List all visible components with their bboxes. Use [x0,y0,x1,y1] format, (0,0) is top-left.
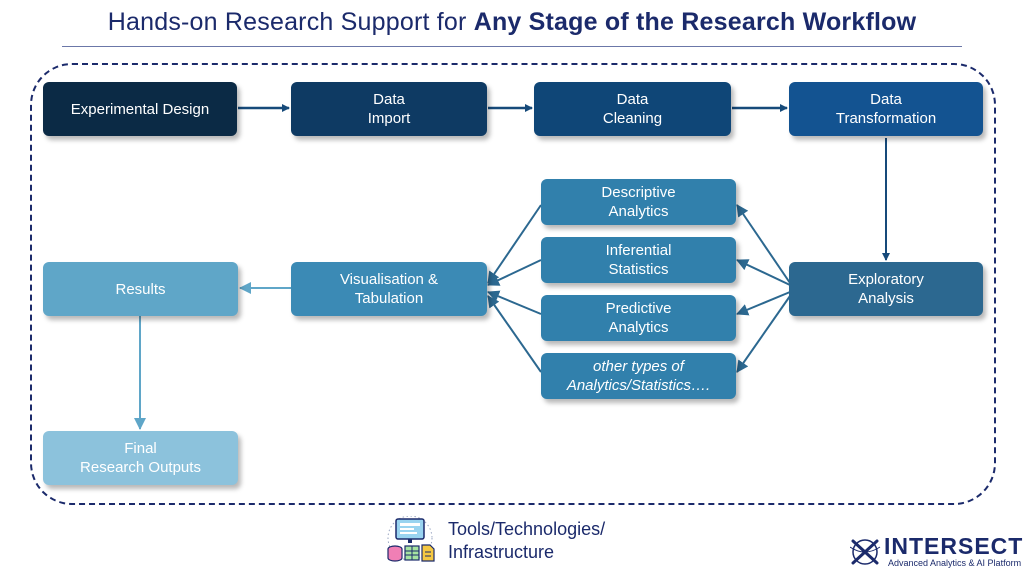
other-analytics-label-2: Analytics/Statistics…. [566,377,711,394]
other-analytics-label-1: other types of [593,358,684,375]
final-outputs-label-1: Final [124,440,157,457]
data-cleaning-label-2: Cleaning [602,110,663,127]
computer-workstation-icon [387,516,435,562]
other-analytics-box: other types of Analytics/Statistics…. [541,353,736,399]
intersect-logo: INTERSECT Advanced Analytics & AI Platfo… [850,533,1022,571]
final-outputs-label-2: Research Outputs [80,459,201,476]
title-plain: Hands-on Research Support for [107,8,474,36]
exploratory-analysis-box: Exploratory Analysis [789,262,983,316]
data-import-label-1: Data [373,91,405,108]
predictive-analytics-label-2: Analytics [608,319,669,336]
arrow-descriptive-to-visualisation [487,204,542,284]
inferential-statistics-box: Inferential Statistics [541,237,736,283]
visualisation-tabulation-box: Visualisation & Tabulation [291,262,487,316]
experimental-design-box: Experimental Design [43,82,237,136]
title-bold: Any Stage of the Research Workflow [473,8,917,36]
arrow-predictive-to-visualisation [487,290,542,315]
data-transformation-label-2: Transformation [835,110,937,127]
data-import-box: Data Import [291,82,487,136]
predictive-analytics-label-1: Predictive [605,300,672,317]
exploratory-analysis-label-1: Exploratory [848,271,924,288]
visualisation-label-1: Visualisation & [339,271,439,288]
descriptive-analytics-box: Descriptive Analytics [541,179,736,225]
descriptive-analytics-label-2: Analytics [608,203,669,220]
arrow-exploratory-to-other [736,295,791,373]
page-title: Hands-on Research Support for Any Stage … [0,8,1024,37]
tools-label: Tools/Technologies/ Infrastructure [448,518,668,564]
final-outputs-box: Final Research Outputs [43,431,238,485]
arrow-other-to-visualisation [487,295,542,373]
title-divider [62,46,962,47]
data-import-label-2: Import [367,110,411,127]
arrow-inferential-to-visualisation [487,259,542,286]
tools-label-line1: Tools/Technologies/ [448,519,606,539]
data-transformation-label-1: Data [870,91,902,108]
workflow-frame [30,63,996,505]
data-transformation-box: Data Transformation [789,82,983,136]
inferential-statistics-label-2: Statistics [608,261,669,278]
inferential-statistics-label-1: Inferential [605,242,672,259]
predictive-analytics-box: Predictive Analytics [541,295,736,341]
descriptive-analytics-label-1: Descriptive [601,184,676,201]
results-box: Results [43,262,238,316]
visualisation-label-2: Tabulation [354,290,424,307]
tools-label-line2: Infrastructure [448,542,555,562]
experimental-design-label: Experimental Design [70,100,210,118]
arrow-exploratory-to-descriptive [736,204,791,284]
data-cleaning-label-1: Data [616,91,649,108]
arrow-exploratory-to-inferential [736,259,791,286]
arrow-exploratory-to-predictive [736,291,791,316]
logo-tagline: Advanced Analytics & AI Platform [888,558,1022,568]
intersect-logo-icon [850,539,881,565]
data-cleaning-box: Data Cleaning [534,82,731,136]
logo-name: INTERSECT [884,533,1024,559]
results-label: Results [115,280,166,298]
exploratory-analysis-label-2: Analysis [858,290,914,307]
